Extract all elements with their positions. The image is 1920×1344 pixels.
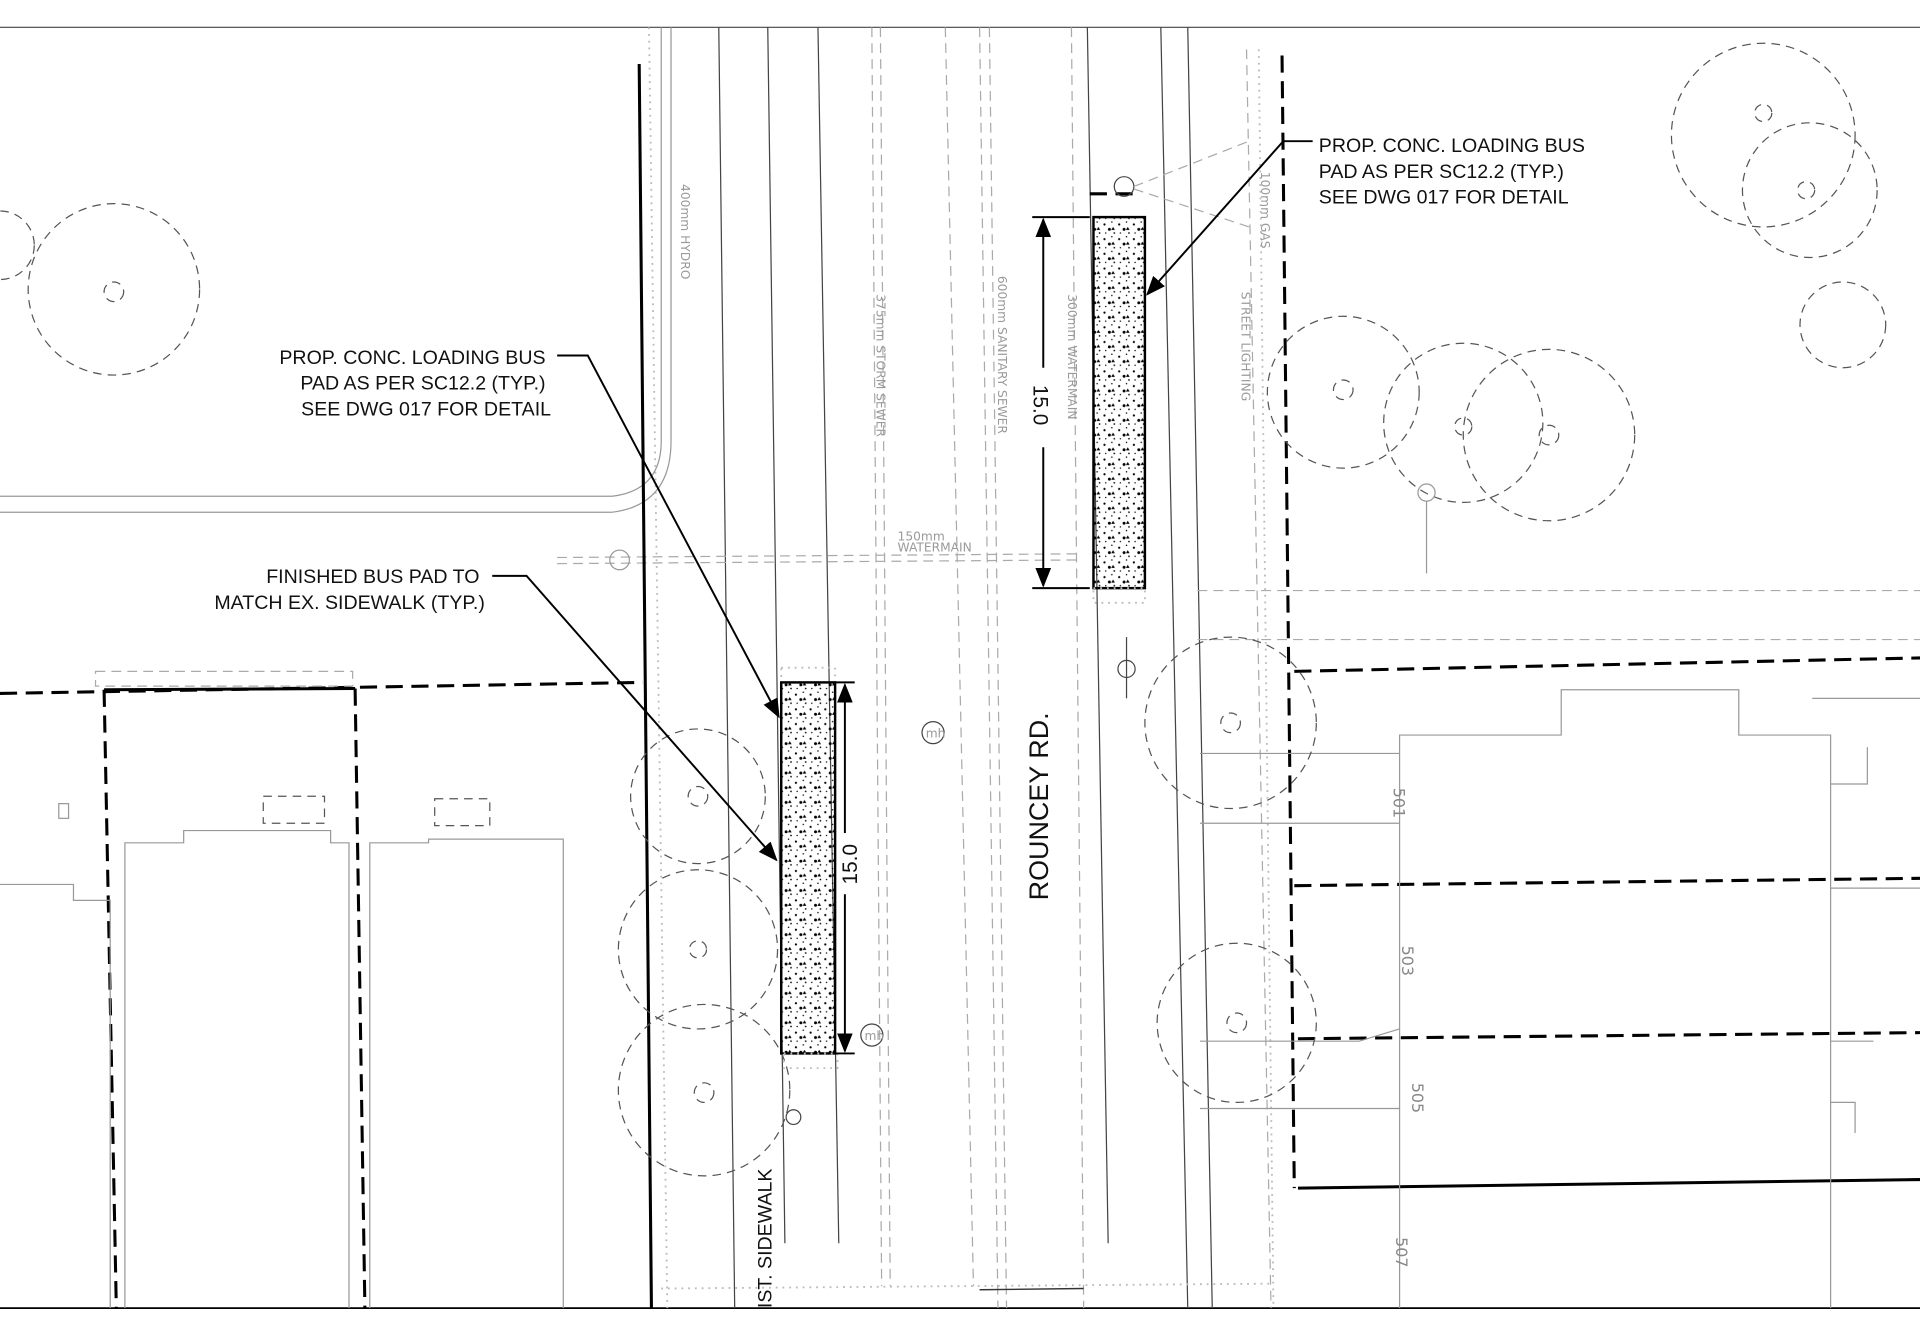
- sidewalk-label: IST. SIDEWALK: [754, 1168, 776, 1308]
- dimension-label: 15.0: [1028, 385, 1051, 425]
- bus-pad-right: [1089, 140, 1250, 604]
- utility-label-watermain-150: 150mm WATERMAIN: [898, 529, 972, 554]
- callout-bus-pad-left: PROP. CONC. LOADING BUS PAD AS PER SC12.…: [279, 347, 551, 420]
- utility-label-sanitary: 600mm SANITARY SEWER: [995, 276, 1009, 434]
- dimension-label: 15.0: [839, 844, 862, 884]
- lot-number: 507: [1392, 1237, 1411, 1267]
- road-linework: [0, 27, 1920, 1309]
- utility-label-storm: 375mm STORM SEWER: [874, 294, 888, 437]
- lot-number: 503: [1398, 946, 1417, 976]
- dimension-left: 15.0: [835, 681, 862, 1055]
- existing-trees: [0, 42, 1887, 1177]
- bus-pad-left: mh mh: [780, 666, 946, 1126]
- manhole-label: mh: [926, 727, 946, 741]
- existing-buildings: [0, 670, 1920, 1309]
- utility-label-hydro: 400mm HYDRO: [678, 184, 692, 279]
- manhole-label: mh: [864, 1029, 884, 1043]
- lot-number: 501: [1389, 788, 1408, 818]
- leader-lines: [492, 140, 1313, 862]
- lot-number: 505: [1408, 1083, 1427, 1113]
- utility-label-watermain-300: 300mm WATERMAIN: [1065, 294, 1079, 419]
- callout-bus-pad-right: PROP. CONC. LOADING BUS PAD AS PER SC12.…: [1319, 135, 1591, 208]
- callout-finished-pad: FINISHED BUS PAD TO MATCH EX. SIDEWALK (…: [214, 566, 485, 614]
- property-lines: [0, 55, 1920, 1309]
- utility-label-gas: 100mm GAS: [1258, 172, 1272, 249]
- street-name-label: ROUNCEY RD.: [1024, 712, 1054, 900]
- sheet-frame: [0, 26, 1920, 1310]
- utility-label-street-lighting: STREET LIGHTING: [1239, 292, 1253, 401]
- dimension-right: 15.0: [1028, 216, 1090, 590]
